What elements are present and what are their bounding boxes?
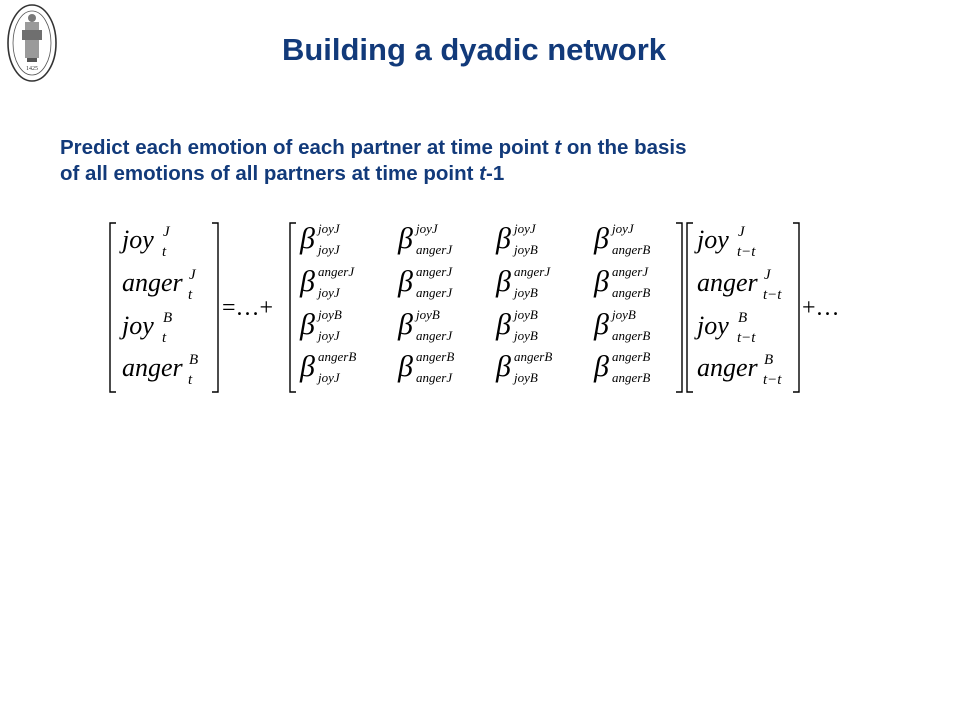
beta-subscript: angerJ (416, 370, 453, 385)
description-text: of all emotions of all partners at time … (60, 162, 480, 185)
slide-description: Predict each emotion of each partner at … (60, 135, 920, 187)
beta-subscript: joyJ (316, 285, 341, 300)
beta-symbol: β (495, 265, 511, 298)
rhs-term-subscript: t−t (737, 330, 756, 346)
beta-superscript: joyB (414, 307, 440, 322)
beta-symbol: β (397, 308, 413, 341)
beta-subscript: joyB (512, 328, 538, 343)
beta-superscript: angerJ (514, 264, 551, 279)
beta-symbol: β (495, 308, 511, 341)
beta-superscript: joyJ (414, 221, 439, 236)
plus-ellipsis: +… (802, 295, 840, 321)
beta-symbol: β (299, 265, 315, 298)
beta-subscript: joyB (512, 370, 538, 385)
rhs-bracket-left (686, 222, 693, 393)
rhs-term-superscript: B (764, 352, 773, 368)
beta-superscript: joyJ (610, 221, 635, 236)
beta-subscript: angerB (612, 370, 650, 385)
beta-symbol: β (397, 222, 413, 255)
time-variable: t (554, 136, 562, 159)
beta-superscript: joyJ (316, 221, 341, 236)
rhs-bracket-right (793, 222, 800, 393)
beta-superscript: angerJ (612, 264, 649, 279)
lhs-term-subscript: t (162, 244, 167, 260)
lhs-term-subscript: t (188, 287, 193, 303)
beta-symbol: β (593, 265, 609, 298)
rhs-term-base: joy (694, 225, 729, 254)
beta-superscript: angerJ (318, 264, 355, 279)
beta-subscript: angerB (612, 242, 650, 257)
lhs-term-base: anger (122, 353, 184, 382)
beta-superscript: angerB (416, 349, 454, 364)
beta-symbol: β (299, 350, 315, 383)
equals-ellipsis-plus: =…+ (222, 295, 273, 321)
lhs-term-superscript: J (189, 267, 197, 283)
beta-symbol: β (397, 350, 413, 383)
lhs-term-base: anger (122, 268, 184, 297)
beta-symbol: β (299, 222, 315, 255)
beta-symbol: β (593, 308, 609, 341)
rhs-term-base: joy (694, 311, 729, 340)
lhs-bracket-right (212, 222, 219, 393)
rhs-term-superscript: B (738, 310, 747, 326)
beta-superscript: angerJ (416, 264, 453, 279)
beta-superscript: joyJ (512, 221, 537, 236)
beta-symbol: β (495, 222, 511, 255)
lhs-term-superscript: J (163, 224, 171, 240)
beta-subscript: joyB (512, 242, 538, 257)
lhs-term-base: joy (119, 225, 154, 254)
university-seal-icon: 1425 (7, 4, 57, 82)
rhs-term-superscript: J (764, 267, 772, 283)
lhs-bracket-left (109, 222, 116, 393)
beta-subscript: angerB (612, 328, 650, 343)
rhs-term-subscript: t−t (737, 244, 756, 260)
beta-superscript: angerB (318, 349, 356, 364)
lhs-term-superscript: B (189, 352, 198, 368)
beta-subscript: joyJ (316, 242, 341, 257)
beta-symbol: β (593, 222, 609, 255)
description-line-1: Predict each emotion of each partner at … (60, 135, 920, 161)
beta-symbol: β (299, 308, 315, 341)
beta-subscript: joyJ (316, 370, 341, 385)
rhs-term-base: anger (697, 268, 759, 297)
beta-symbol: β (397, 265, 413, 298)
seal-year: 1425 (26, 66, 38, 72)
beta-subscript: joyJ (316, 328, 341, 343)
description-text: Predict each emotion of each partner at … (60, 136, 555, 159)
beta-subscript: joyB (512, 285, 538, 300)
beta-superscript: angerB (612, 349, 650, 364)
beta-superscript: joyB (512, 307, 538, 322)
rhs-term-base: anger (697, 353, 759, 382)
beta-superscript: joyB (610, 307, 636, 322)
beta-subscript: angerJ (416, 242, 453, 257)
beta-superscript: angerB (514, 349, 552, 364)
matrix-bracket-right (676, 222, 683, 393)
beta-symbol: β (495, 350, 511, 383)
lhs-term-subscript: t (162, 330, 167, 346)
rhs-term-superscript: J (738, 224, 746, 240)
rhs-term-subscript: t−t (763, 287, 782, 303)
description-text: on the basis (561, 136, 687, 159)
lhs-term-superscript: B (163, 310, 172, 326)
beta-symbol: β (593, 350, 609, 383)
slide-title: Building a dyadic network (281, 32, 667, 67)
beta-subscript: angerJ (416, 285, 453, 300)
description-line-2: of all emotions of all partners at time … (60, 161, 920, 187)
time-variable: t (479, 162, 486, 185)
rhs-term-subscript: t−t (763, 372, 782, 388)
lhs-term-subscript: t (188, 372, 193, 388)
beta-superscript: joyB (316, 307, 342, 322)
beta-subscript: angerB (612, 285, 650, 300)
matrix-bracket-left (289, 222, 296, 393)
lhs-term-base: joy (119, 311, 154, 340)
beta-subscript: angerJ (416, 328, 453, 343)
description-text: -1 (486, 162, 505, 185)
